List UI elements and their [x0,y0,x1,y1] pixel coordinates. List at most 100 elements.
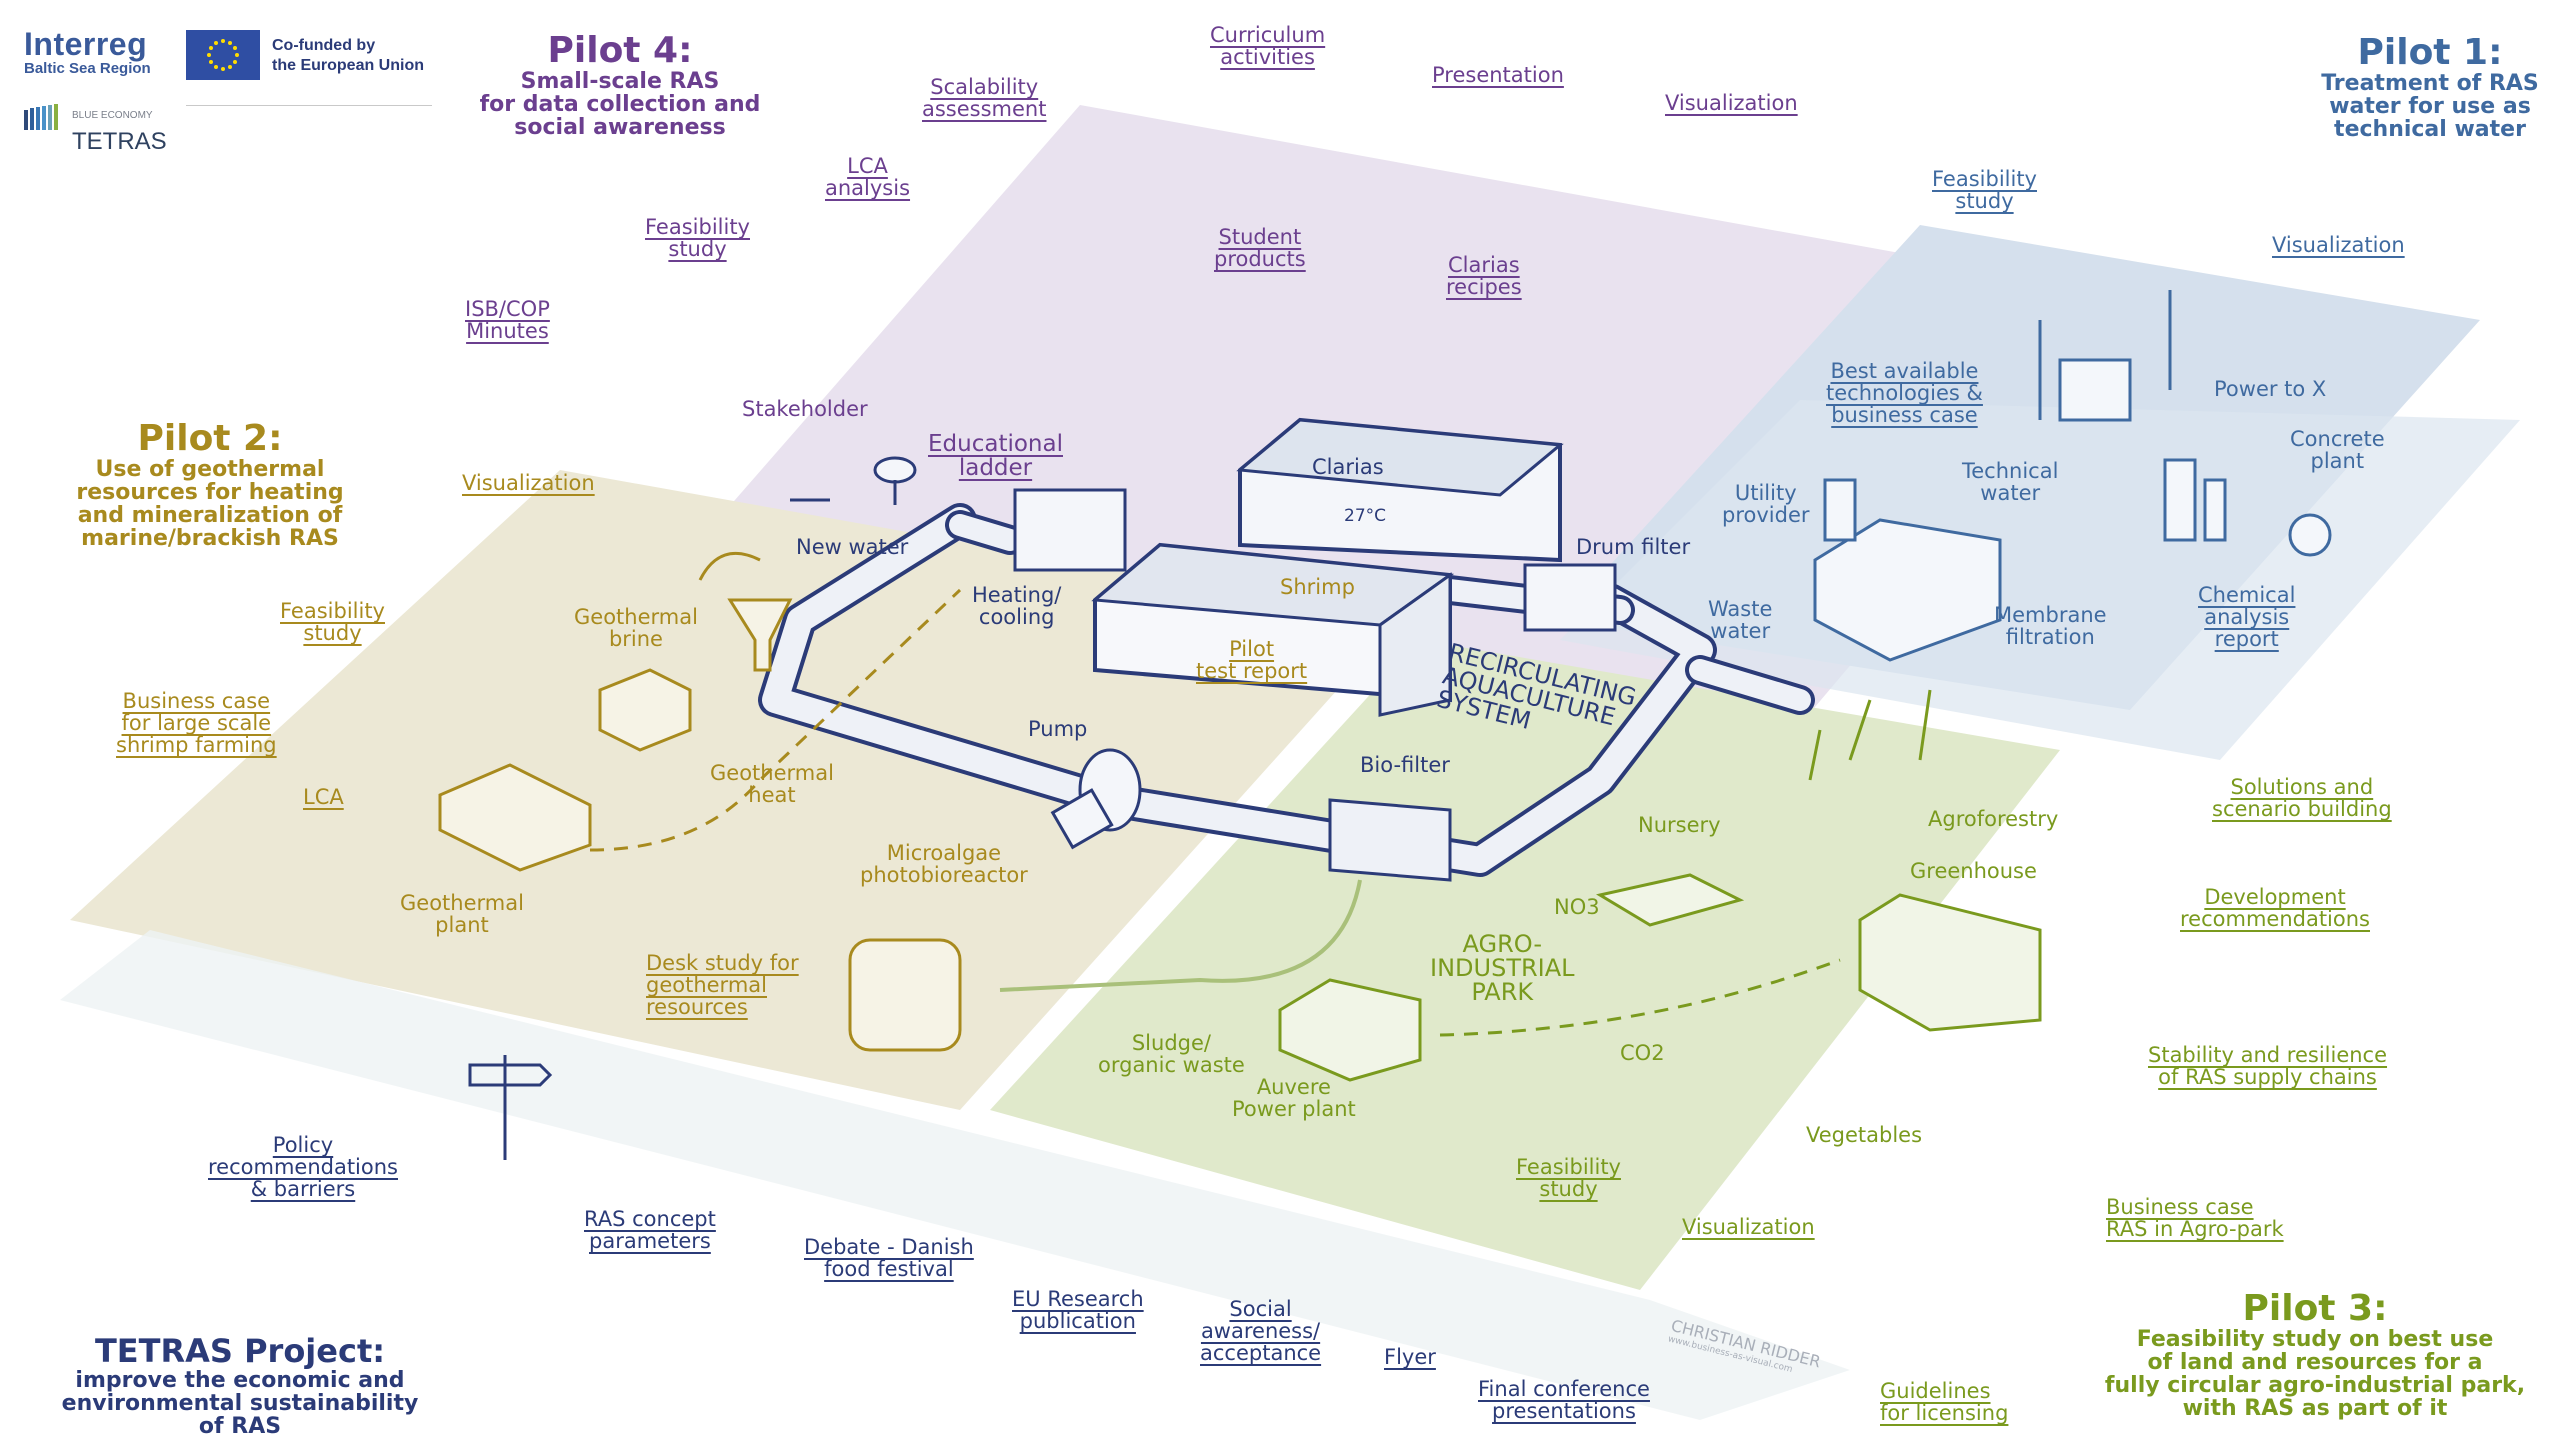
label-line: acceptance [1200,1341,1322,1366]
label-line: Agroforestry [1928,807,2059,831]
label-line: presentations [1492,1399,1636,1424]
pilot3-line: with RAS as part of it [2182,1396,2448,1422]
flyer-link[interactable]: Flyer [1384,1346,1436,1368]
label-line: report [2214,627,2279,652]
label-line: products [1214,247,1306,272]
label-line: Debate - Danish [804,1235,974,1259]
label-line: Vegetables [1806,1123,1923,1147]
signpost-drawing [468,1055,553,1160]
label-line: Visualization [1665,91,1798,115]
drum-filter-unit [1523,563,1617,632]
label-line: Concrete [2290,427,2385,451]
presentation-link[interactable]: Presentation [1432,64,1564,86]
label-line: publication [1019,1309,1136,1334]
label-line: organic waste [1098,1053,1245,1078]
geothermal-plant-drawing [438,668,692,872]
pilot1-line: technical water [2334,116,2526,142]
label-line: provider [1722,503,1810,528]
pilot2-line: and mineralization of [77,502,343,528]
pilot2-visualization-link[interactable]: Visualization [462,472,595,494]
base-plane [60,930,1850,1420]
label-line: Educational [928,431,1063,457]
label-line: filtration [2005,625,2095,650]
label-line: study [303,621,362,646]
pilot1-heading: Pilot 1: [2357,32,2503,73]
label-line: Utility [1734,481,1797,505]
label-line: EU Research [1012,1287,1144,1311]
label-line: RAS in Agro-park [2106,1217,2284,1242]
pilot4-title: Pilot 4: Small-scale RAS for data collec… [470,32,770,139]
label-line: technologies & [1826,381,1983,406]
nursery-drawing [1596,873,1745,927]
label-line: Geothermal [574,605,698,629]
pilot3-plane [990,640,2060,1290]
pilot3-visualization-link[interactable]: Visualization [1682,1216,1815,1238]
pilot3-heading: Pilot 3: [2242,1288,2388,1329]
label-line: Best available [1830,359,1979,383]
label-line: Auvere [1256,1075,1331,1099]
label-line: Stakeholder [742,397,868,421]
label-line: Pump [1028,717,1088,741]
pump-label: Pump [1028,718,1087,740]
pilot4-visualization-link[interactable]: Visualization [1665,92,1798,114]
label-line: awareness/ [1200,1319,1321,1344]
pilot2-plane [70,470,1400,1110]
bio-filter-label: Bio-filter [1360,754,1450,776]
co2-flow-arrow [1439,958,1841,1037]
pilot1-visualization-link[interactable]: Visualization [2272,234,2405,256]
label-line: Clarias [1312,455,1384,479]
label-line: Visualization [1682,1215,1815,1239]
eu-cofunded-line1: Co-funded by [272,37,376,54]
label-line: scenario building [2212,797,2392,822]
membrane-filtration-drawing [1813,478,2002,662]
pilot2-lca-link[interactable]: LCA [303,786,344,808]
shrimp-label: Shrimp [1280,576,1355,598]
pump-unit [1050,748,1142,850]
eu-cofunded-text: Co-funded by the European Union [272,36,424,76]
label-line: PARK [1471,978,1534,1006]
label-line: Feasibility [280,599,385,623]
label-line: Development [2204,885,2346,909]
label-line: Feasibility [1932,167,2037,191]
label-line: Power plant [1232,1097,1356,1122]
project-heading: TETRAS Project: [94,1332,386,1370]
label-line: ladder [958,455,1033,482]
pilot3-line: fully circular agro-industrial park, [2104,1372,2526,1398]
label-line: Visualization [2272,233,2405,257]
power-to-x-label: Power to X [2214,378,2326,400]
power-to-x-drawing [2038,290,2172,422]
interreg-logo: Interreg Baltic Sea Region [24,28,151,77]
label-line: INDUSTRIAL [1430,954,1575,982]
